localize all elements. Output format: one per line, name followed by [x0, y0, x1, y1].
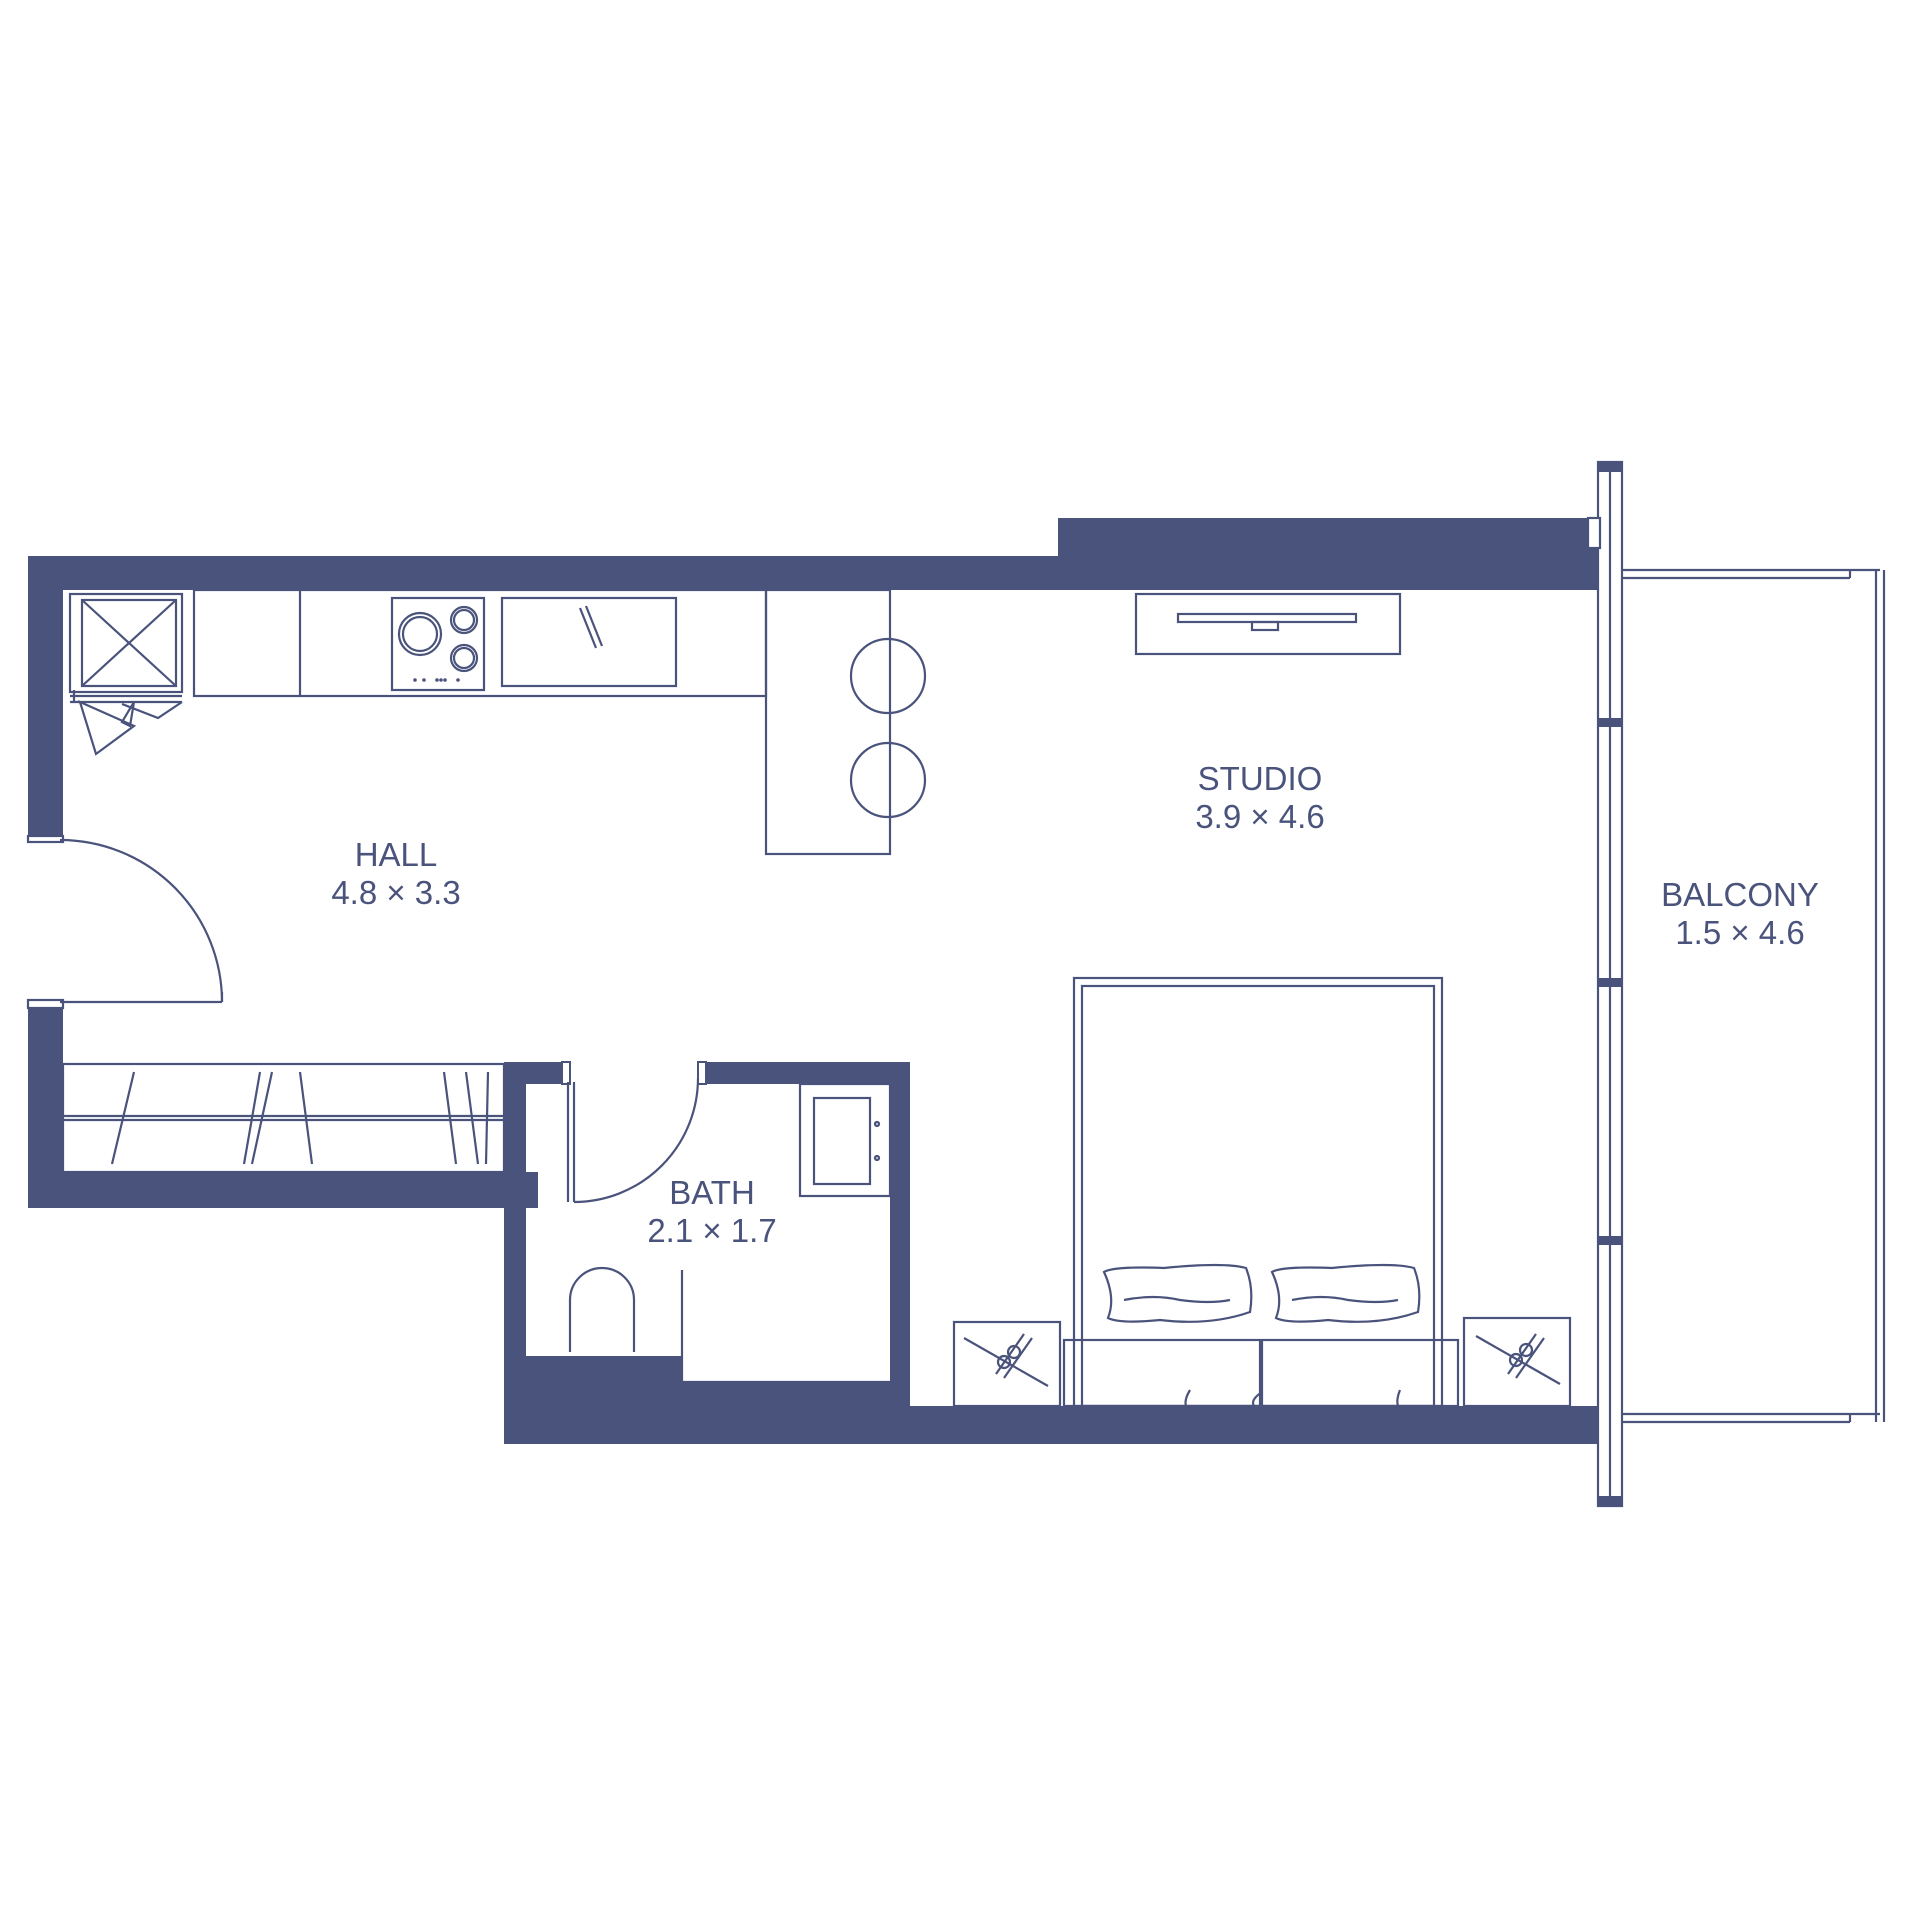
- bed: [1062, 976, 1460, 1408]
- bath-sink: [798, 1082, 892, 1198]
- window-mullion-2: [1598, 978, 1622, 987]
- room-name-studio: STUDIO: [1198, 760, 1323, 797]
- walls: [28, 518, 1600, 1444]
- entrance-door: [26, 834, 224, 1010]
- wall-top-left: [28, 556, 1060, 590]
- room-name-balcony: BALCONY: [1661, 876, 1819, 913]
- window-wall: [1586, 460, 1624, 1508]
- nightstand-left: [952, 1320, 1062, 1408]
- wall-stub-2: [697, 1061, 707, 1085]
- wall-bath-left: [504, 1062, 526, 1444]
- kitchen-counter: [68, 588, 768, 756]
- room-name-hall: HALL: [355, 836, 438, 873]
- wall-bottom: [504, 1406, 1600, 1444]
- hob: [390, 596, 486, 692]
- window-mullion-1: [1598, 718, 1622, 727]
- wall-stub-1: [561, 1061, 571, 1085]
- kitchen-sink: [500, 596, 678, 688]
- tv-unit: [1134, 592, 1402, 656]
- wall-top-right: [1058, 518, 1600, 590]
- nightstand-right: [1462, 1316, 1572, 1408]
- window-mullion-3: [1598, 1236, 1622, 1245]
- window-mullion-bottom: [1598, 1496, 1622, 1506]
- room-size-balcony: 1.5 × 4.6: [1675, 914, 1804, 951]
- window-jamb-top: [1586, 516, 1602, 550]
- wall-left-upper: [28, 556, 63, 838]
- wall-bath-right: [890, 1062, 910, 1406]
- breakfast-bar: [764, 588, 927, 856]
- wall-bath-top-left: [504, 1062, 568, 1084]
- toilet: [568, 1266, 636, 1352]
- wall-bath-top-right: [698, 1062, 910, 1084]
- room-size-hall: 4.8 × 3.3: [331, 874, 460, 911]
- room-name-bath: BATH: [669, 1174, 755, 1211]
- corner-unit: [68, 592, 184, 694]
- balcony-outline: [1622, 568, 1886, 1424]
- room-size-bath: 2.1 × 1.7: [647, 1212, 776, 1249]
- wall-wardrobe-bottom: [28, 1172, 538, 1208]
- wardrobe: [61, 1062, 506, 1174]
- room-size-studio: 3.9 × 4.6: [1195, 798, 1324, 835]
- window-mullion-top: [1598, 462, 1622, 472]
- bathroom-fixtures: [566, 1077, 892, 1384]
